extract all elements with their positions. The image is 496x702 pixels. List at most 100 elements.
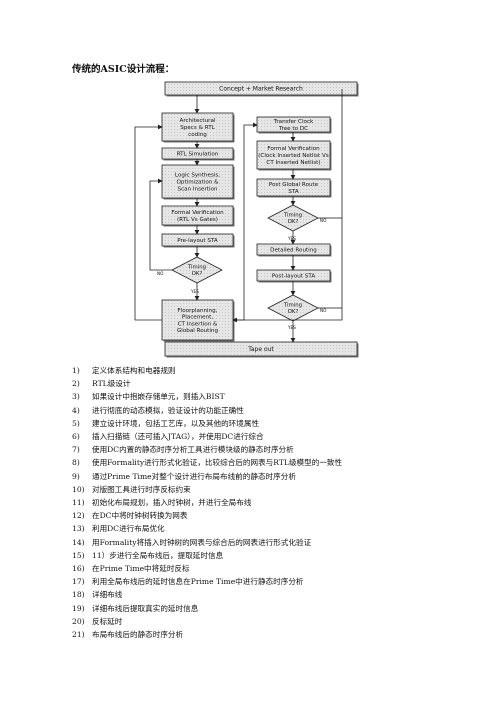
- step-text: 使用Formality进行形式化验证，比较综合后的网表与RTL级模型的一致性: [92, 458, 343, 468]
- list-item: 3) 如果设计中抱嵌存储单元，则插入BIST: [72, 390, 342, 403]
- box-label: Logic Synthesis,: [175, 173, 220, 179]
- step-number: 19): [72, 603, 85, 613]
- step-text: 通过Prime Time对整个设计进行布局布线前的静态时序分析: [92, 471, 296, 481]
- box-label: CT Insertion &: [178, 321, 218, 327]
- step-text: 如果设计中抱嵌存储单元，则插入BIST: [92, 392, 225, 402]
- step-number: 2): [72, 379, 80, 389]
- list-item: 14) 用Formality将插入时钟树的网表与综合后的网表进行形式化验证: [72, 536, 342, 549]
- list-item: 2) RTL级设计: [72, 377, 342, 390]
- step-list: 1) 定义体系结构和电器规则 2) RTL级设计 3) 如果设计中抱嵌存储单元，则插入BI…: [72, 364, 342, 641]
- list-item: 8)使用Formality进行形式化验证，比较综合后的网表与RTL级模型的一致性: [72, 456, 342, 469]
- box-label: CT Inserted Netlist): [266, 160, 320, 166]
- list-item: 19) 详细布线后提取真实的延时信息: [72, 602, 342, 615]
- list-item: 10)对版图工具进行时序反标约束: [72, 483, 342, 496]
- box-label: Specs & RTL: [180, 125, 215, 131]
- step-number: 21): [72, 630, 85, 640]
- box-label: Formal Verification: [171, 210, 224, 216]
- step-text: 建立设计环境，包括工艺库，以及其他的环境属性: [92, 418, 260, 428]
- list-item: 1) 定义体系结构和电器规则: [72, 364, 342, 377]
- step-text: 11）步进行全局布线后，提取延时信息: [92, 550, 224, 560]
- step-text: 反标延时: [92, 616, 123, 626]
- step-text: 进行彻底的动态模拟，验证设计的功能正确性: [92, 405, 244, 415]
- box-label: Scan Insertion: [178, 186, 218, 192]
- box-label: (RTL Vs Gates): [177, 217, 218, 223]
- step-text: 用Formality将插入时钟树的网表与综合后的网表进行形式化验证: [92, 537, 312, 547]
- decision-label: Timing: [283, 303, 302, 309]
- step-number: 15): [72, 550, 85, 560]
- list-item: 18) 详细布线: [72, 588, 342, 601]
- box-label: Pre-layout STA: [177, 238, 218, 244]
- flow-connector: [233, 122, 258, 321]
- page-title: 传统的ASIC设计流程：: [72, 64, 175, 75]
- no-label: NO: [320, 218, 327, 223]
- step-number: 9): [72, 471, 80, 481]
- box-label: Placement,: [182, 315, 214, 321]
- box-label: RTL Simulation: [177, 151, 219, 157]
- list-item: 17) 利用全局布线后的延时信息在Prime Time中进行静态时序分析: [72, 575, 342, 588]
- decision-label: OK?: [288, 309, 299, 315]
- decision-label: Timing: [187, 265, 206, 271]
- list-item: 20) 反标延时: [72, 615, 342, 628]
- step-number: 13): [72, 524, 85, 534]
- box-label: Concept + Market Research: [219, 86, 303, 93]
- box-label: Floorplanning,: [178, 308, 218, 314]
- yes-label: YES: [190, 289, 199, 294]
- step-text: 初始化布局规划，插入时钟树，并进行全局布线: [92, 498, 252, 508]
- box-label: Tree to DC: [278, 126, 308, 132]
- no-label: NO: [157, 271, 164, 276]
- box-label: STA: [288, 189, 299, 195]
- box-label: Post Global Route: [269, 182, 319, 188]
- step-number: 20): [72, 616, 85, 626]
- box-label: Tape out: [247, 346, 274, 353]
- step-number: 12): [72, 511, 85, 521]
- concept-box: [164, 81, 358, 96]
- step-text: 利用全局布线后的延时信息在Prime Time中进行静态时序分析: [92, 577, 304, 587]
- box-label: Global Routing: [177, 328, 219, 334]
- step-text: 插入扫描链（还可插入JTAG），并使用DC进行综合: [92, 432, 264, 442]
- yes-label: YES: [287, 325, 296, 330]
- no-label: NO: [320, 308, 327, 313]
- box-label: coding: [188, 132, 207, 138]
- step-number: 3): [72, 392, 80, 402]
- step-number: 10): [72, 484, 85, 494]
- decision-label: OK?: [288, 219, 299, 225]
- box-label: Optimization &: [177, 179, 220, 185]
- step-number: 6): [72, 432, 80, 442]
- no-loop: [149, 178, 172, 271]
- list-item: 9) 通过Prime Time对整个设计进行布局布线前的静态时序分析: [72, 470, 342, 483]
- list-item: 4)进行彻底的动态模拟，验证设计的功能正确性: [72, 404, 342, 417]
- step-text: 利用DC进行布局优化: [92, 524, 165, 534]
- decision-label: OK?: [192, 271, 203, 277]
- step-number: 7): [72, 445, 80, 455]
- list-item: 11)初始化布局规划，插入时钟树，并进行全局布线: [72, 496, 342, 509]
- step-number: 18): [72, 590, 85, 600]
- right-step-box: [256, 140, 331, 170]
- box-label: (Clock Inserted Netlist Vs: [258, 153, 329, 159]
- list-item: 7)使用DC内置的静态时序分析工具进行模块级的静态时序分析: [72, 443, 342, 456]
- step-number: 17): [72, 577, 85, 587]
- step-number: 16): [72, 564, 85, 574]
- step-text: 详细布线后提取真实的延时信息: [92, 603, 199, 613]
- decision-label: Timing: [283, 213, 302, 219]
- step-text: 在DC中将时钟树转换为网表: [92, 511, 188, 521]
- step-text: RTL级设计: [92, 379, 131, 389]
- left-step-box: [161, 299, 234, 341]
- step-text: 在Prime Time中将延时反标: [92, 564, 190, 574]
- step-number: 1): [72, 366, 80, 375]
- list-item: 6) 插入扫描链（还可插入JTAG），并使用DC进行综合: [72, 430, 342, 443]
- step-text: 详细布线: [92, 590, 123, 600]
- box-label: Architectural: [180, 118, 216, 124]
- step-text: 布局布线后的静态时序分析: [92, 630, 184, 640]
- step-number: 14): [72, 537, 85, 547]
- list-item: 12) 在DC中将时钟树转换为网表: [72, 509, 342, 522]
- step-text: 定义体系结构和电器规则: [92, 366, 176, 375]
- box-label: Detailed Routing: [270, 247, 317, 253]
- box-label: Post-layout STA: [272, 273, 315, 279]
- yes-label: YES: [287, 236, 296, 241]
- no-loop: [134, 124, 163, 321]
- left-step-box: [161, 164, 234, 199]
- list-item: 13) 利用DC进行布局优化: [72, 522, 342, 535]
- tapeout-box: [164, 341, 358, 357]
- list-item: 16) 在Prime Time中将延时反标: [72, 562, 342, 575]
